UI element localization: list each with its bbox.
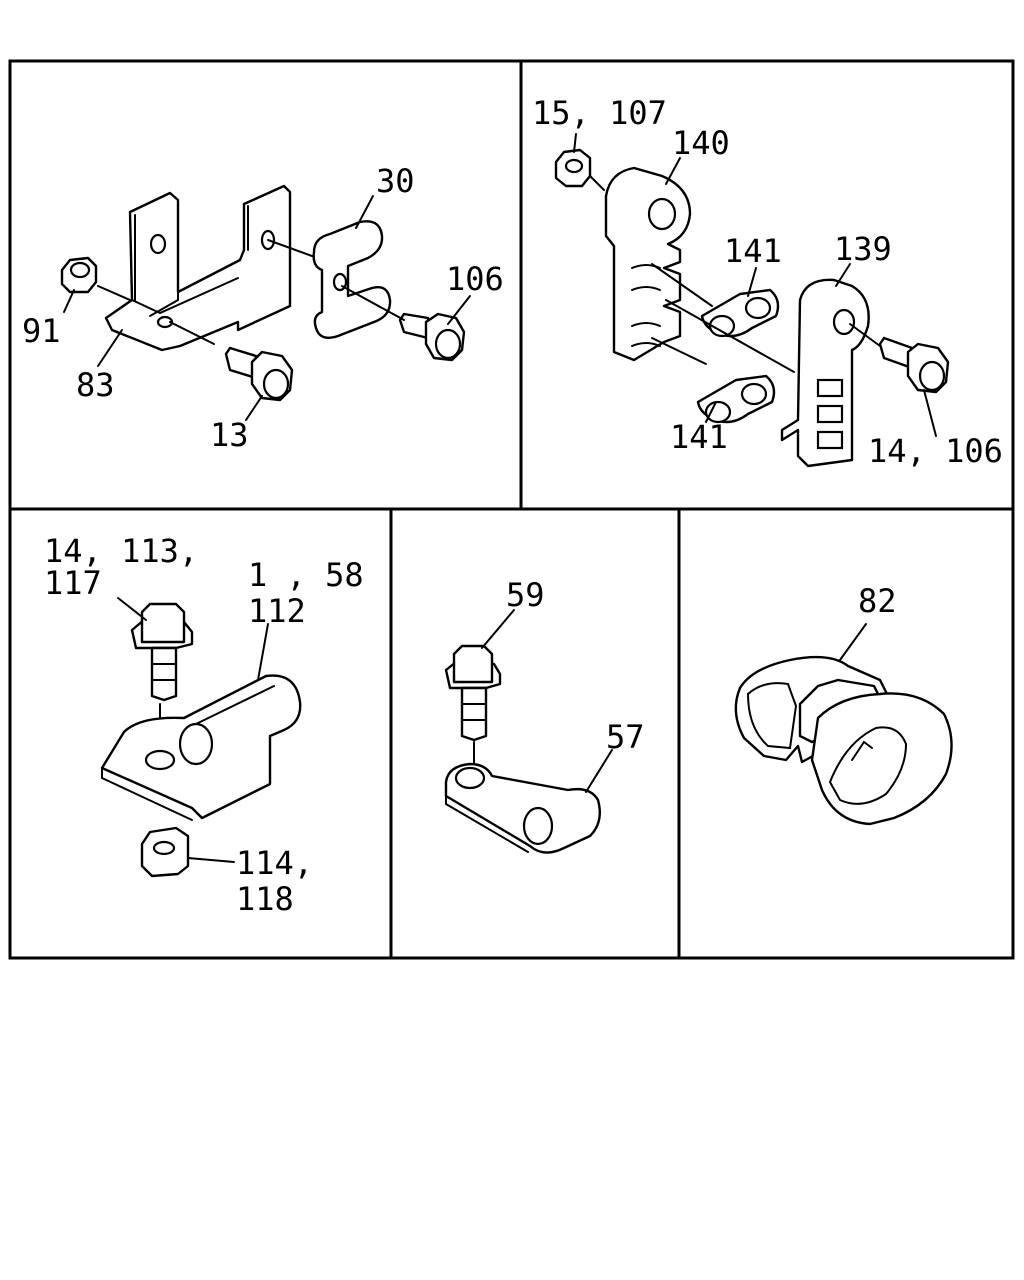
label-112: 112 (248, 592, 306, 630)
label-118: 118 (236, 880, 294, 918)
bracket-83 (104, 184, 292, 352)
label-140: 140 (672, 124, 730, 162)
label-13: 13 (210, 416, 249, 454)
label-141-bottom: 141 (670, 418, 728, 456)
label-59: 59 (506, 576, 545, 614)
label-14-106: 14, 106 (868, 432, 1003, 470)
label-117: 117 (44, 564, 102, 602)
bolt-14-113-117 (130, 602, 194, 702)
panel-2-clip-assembly: 15, 107 140 141 139 141 14, 106 (532, 94, 1003, 470)
bracket-139 (780, 278, 870, 468)
bolt-106 (398, 312, 466, 362)
label-15-107: 15, 107 (532, 94, 667, 132)
label-82: 82 (858, 582, 897, 620)
double-clip-82 (734, 655, 953, 826)
label-114: 114, (236, 844, 313, 882)
clip-141-bottom (696, 374, 776, 424)
clamp-57 (444, 762, 601, 854)
label-141-top: 141 (724, 232, 782, 270)
bracket-140 (604, 166, 692, 362)
clip-141-top (700, 288, 780, 338)
nut-15-107 (554, 148, 592, 188)
panel-4-small-clamp: 59 57 (444, 576, 645, 854)
label-91: 91 (22, 312, 61, 350)
label-14-113: 14, 113, (44, 532, 198, 570)
panel-frames (8, 59, 1015, 960)
panel-1-bracket-assembly: 30 91 106 83 13 (22, 162, 504, 454)
label-139: 139 (834, 230, 892, 268)
label-30: 30 (376, 162, 415, 200)
bolt-13 (224, 346, 294, 402)
label-106: 106 (446, 260, 504, 298)
panel-3-clamp-with-bolt: 14, 113, 117 1 , 58 112 114, 118 (44, 532, 364, 918)
bolt-59 (444, 644, 502, 742)
label-57: 57 (606, 718, 645, 756)
nut-91 (60, 256, 98, 294)
label-1-58: 1 , 58 (248, 556, 364, 594)
label-83: 83 (76, 366, 115, 404)
nut-114-118 (140, 826, 190, 878)
clamp-1-58-112 (100, 674, 302, 821)
clamp-30 (312, 220, 392, 339)
bolt-14-106 (878, 336, 950, 394)
panel-5-double-clip: 82 (734, 582, 953, 826)
